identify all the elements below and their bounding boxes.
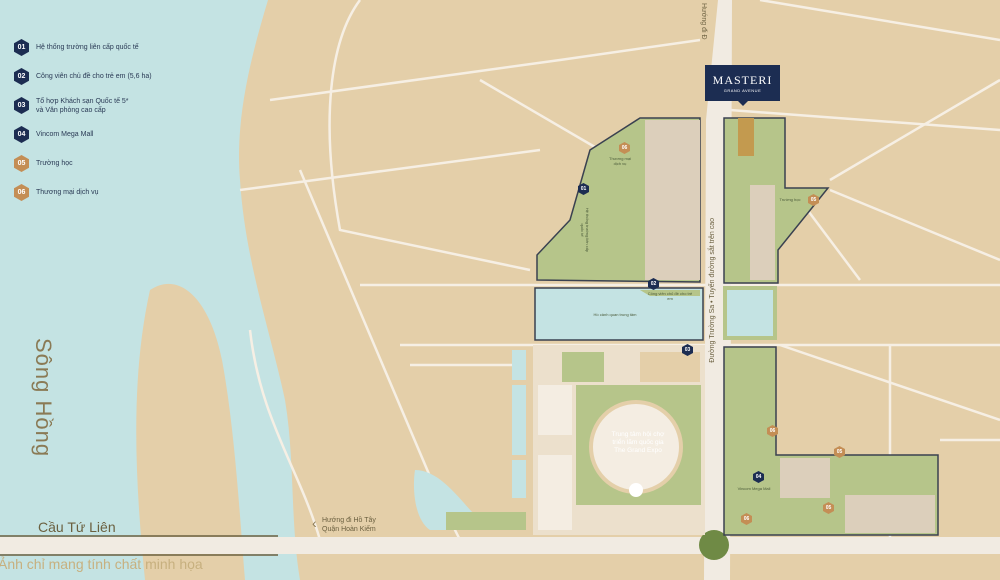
central-lake [534, 287, 704, 341]
logo-sub: GRAND AVENUE [723, 88, 762, 93]
direction-label: Hướng đi Hồ Tây Quận Hoàn Kiếm [322, 516, 376, 534]
marker-01-icon[interactable]: 01 [578, 183, 589, 195]
logo-brand: MASTERI [712, 73, 773, 87]
central-lake-label: Hồ cảnh quan trung tâm [593, 312, 637, 317]
commerce-label: Thương mại dịch vụ [609, 156, 631, 166]
marker-06-icon[interactable]: 06 [767, 425, 778, 437]
expo-line2: triển lãm quốc gia [612, 439, 664, 446]
legend-text: Trường học [36, 160, 73, 167]
marker-05-icon[interactable]: 05 [823, 502, 834, 514]
road-top-label: Hướng đi Đ [700, 3, 707, 40]
expo-line1: Trung tâm hội chợ [611, 431, 665, 438]
legend-text: Thương mại dịch vụ [36, 189, 99, 196]
main-road-label: Đường Trường Sa • Tuyến đường sắt trên c… [709, 218, 716, 363]
river-label: Sông Hồng [31, 338, 56, 458]
marker-06-icon[interactable]: 06 [741, 513, 752, 525]
legend-item: 06 Thương mại dịch vụ [14, 178, 204, 207]
legend-text: Công viên chủ đề cho trẻ em (5,6 ha) [36, 73, 152, 80]
marker-05-icon[interactable]: 05 [834, 446, 845, 458]
marker-03-icon[interactable]: 03 [682, 344, 693, 356]
school-label: Trường học [779, 197, 801, 202]
marker-06-icon: 06 [14, 184, 29, 201]
main-road-horizontal [0, 537, 1000, 554]
chevron-left-icon: ‹ [312, 515, 317, 531]
legend-text: Hệ thống trường liên cấp quốc tế [36, 44, 139, 51]
marker-02-icon[interactable]: 02 [648, 278, 659, 290]
legend-text: Vincom Mega Mall [36, 131, 94, 138]
masteri-logo: MASTERI GRAND AVENUE [705, 65, 780, 106]
disclaimer: Ảnh chỉ mang tính chất minh họa [0, 556, 203, 572]
legend-item: 02 Công viên chủ đề cho trẻ em (5,6 ha) [14, 62, 204, 91]
block-southeast [723, 346, 939, 536]
expo-label: Trung tâm hội chợ triển lãm quốc gia The… [598, 431, 678, 455]
east-lake [723, 286, 777, 340]
legend: 01 Hệ thống trường liên cấp quốc tế 02 Côn… [14, 33, 204, 207]
legend-item: 04 Vincom Mega Mall [14, 120, 204, 149]
park-label: Công viên chủ đề cho trẻ em [647, 291, 693, 301]
marker-02-icon: 02 [14, 68, 29, 85]
legend-item: 01 Hệ thống trường liên cấp quốc tế [14, 33, 204, 62]
marker-01-icon: 01 [14, 39, 29, 56]
marker-04-icon[interactable]: 04 [753, 471, 764, 483]
bridge-label: Cầu Tứ Liên [38, 519, 116, 535]
legend-text: Tổ hợp Khách sạn Quốc tế 5* và Văn phòng… [36, 97, 129, 114]
direction-line1: Hướng đi Hồ Tây [322, 517, 376, 524]
island [136, 283, 245, 580]
marker-03-icon: 03 [14, 97, 29, 114]
marker-05-icon[interactable]: 05 [808, 194, 819, 206]
direction-line2: Quận Hoàn Kiếm [322, 526, 376, 533]
mall-label: Vincom Mega Mall [737, 486, 771, 491]
school-intl-label: Hệ thống trường liên cấp quốc tế [580, 207, 590, 253]
expo-line3: The Grand Expo [614, 447, 662, 454]
legend-item: 05 Trường học [14, 149, 204, 178]
marker-06-icon[interactable]: 06 [619, 142, 630, 154]
marker-05-icon: 05 [14, 155, 29, 172]
legend-item: 03 Tổ hợp Khách sạn Quốc tế 5* và Văn phò… [14, 91, 204, 120]
marker-04-icon: 04 [14, 126, 29, 143]
roundabout [699, 530, 729, 560]
